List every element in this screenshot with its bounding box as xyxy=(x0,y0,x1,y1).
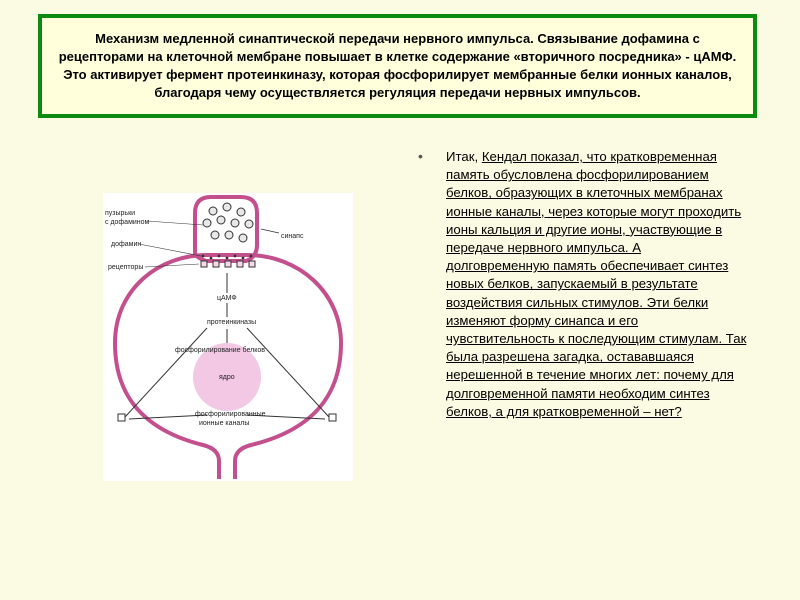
label-nucleus: ядро xyxy=(219,374,235,381)
label-synapse: синапс xyxy=(281,233,304,240)
label-channels-1: фосфорилированные xyxy=(195,411,266,418)
label-camp: цАМФ xyxy=(217,295,237,302)
pathway-arrows xyxy=(124,273,330,420)
bullet-paragraph: Итак, Кендал показал, что кратковременна… xyxy=(446,148,748,421)
vesicles xyxy=(202,202,254,243)
label-protein-kinases: протеинкиназы xyxy=(207,319,256,326)
dopamine-dots xyxy=(201,254,253,260)
label-receptors: рецепторы xyxy=(108,264,143,271)
synapse-diagram-svg: пузырьки с дофамином дофамин рецепторы с… xyxy=(105,195,344,479)
bullet-list: • Итак, Кендал показал, что кратковремен… xyxy=(418,148,748,421)
label-vesicles-2: с дофамином xyxy=(105,219,150,226)
label-pointers xyxy=(138,220,204,268)
label-dopamine: дофамин xyxy=(111,241,141,248)
ion-channels xyxy=(117,413,337,422)
title-box: Механизм медленной синаптической передач… xyxy=(38,14,757,118)
paragraph-prefix: Итак, xyxy=(446,149,482,164)
label-vesicles-1: пузырьки xyxy=(105,210,135,217)
presynaptic-terminal xyxy=(193,195,259,263)
bullet-marker: • xyxy=(418,148,423,164)
receptors xyxy=(200,260,256,268)
kandel-link[interactable]: Кендал показал, что кратковременная памя… xyxy=(446,149,747,419)
nucleus xyxy=(193,343,261,411)
synapse-diagram: пузырьки с дофамином дофамин рецепторы с… xyxy=(103,193,353,481)
label-phosphorylation: фосфорилирование белков xyxy=(175,346,265,354)
postsynaptic-cell xyxy=(112,253,344,479)
label-channels-2: ионные каналы xyxy=(199,420,249,427)
slide-title: Механизм медленной синаптической передач… xyxy=(58,31,737,100)
synapse-pointer xyxy=(260,228,280,234)
